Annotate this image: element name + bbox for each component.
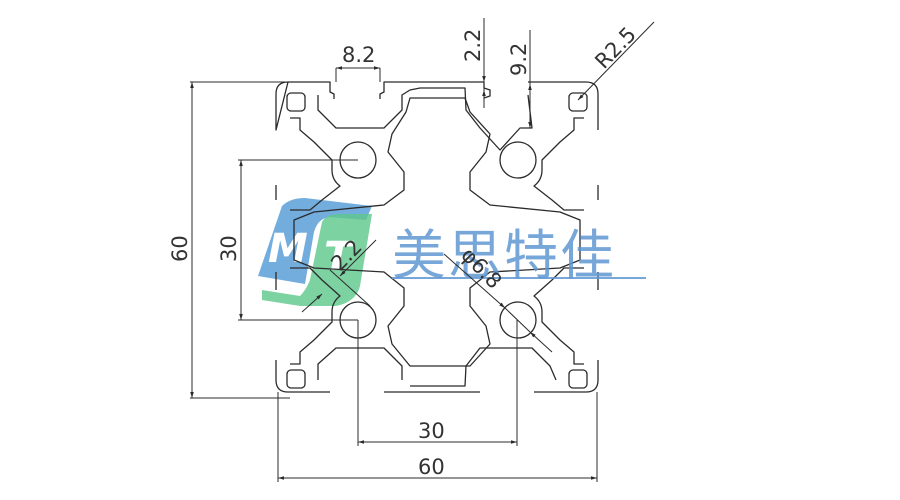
logo-blue-shape	[258, 198, 372, 284]
corner-cell-tr	[568, 92, 588, 112]
dim-corner-radius-label: R2.5	[590, 22, 641, 73]
web-right-upper	[533, 117, 584, 211]
profile-outline	[275, 81, 599, 393]
dim-hole-spacing-vertical-label: 30	[217, 235, 241, 262]
web-bottom	[317, 347, 557, 387]
dim-corner-radius: R2.5	[577, 21, 655, 101]
brand-watermark: 美思特佳	[392, 224, 646, 287]
web-right-lower	[533, 267, 584, 365]
hole-top-right	[499, 141, 537, 179]
dim-overall-width-label: 60	[418, 455, 445, 479]
dim-overall-width: 60	[277, 392, 598, 482]
dim-overall-height: 60	[168, 81, 290, 399]
dim-hole-spacing-vertical: 30	[217, 159, 358, 321]
dim-slot-depth-label: 9.2	[507, 43, 531, 76]
dim-slot-width: 8.2	[335, 43, 381, 82]
dim-slot-depth: 9.2	[507, 30, 532, 128]
corner-cell-br	[568, 369, 588, 389]
dim-hole-spacing-horizontal: 30	[357, 320, 518, 446]
corner-cell-bl	[286, 369, 306, 389]
dim-hole-spacing-horizontal-label: 30	[418, 419, 445, 443]
dim-lip-thickness-label: 2.2	[461, 29, 485, 62]
web-top-left	[317, 87, 533, 151]
dim-slot-width-label: 8.2	[342, 43, 375, 67]
logo-letter-t: T	[324, 234, 354, 280]
corner-cell-tl	[286, 92, 306, 112]
center-cavity	[293, 97, 581, 367]
hole-bottom-right	[499, 301, 537, 339]
web-left-upper	[290, 117, 341, 211]
brand-name: 美思特佳	[392, 224, 616, 287]
dim-overall-height-label: 60	[168, 235, 192, 262]
web-left-lower	[290, 267, 341, 365]
dim-lip-thickness: 2.2	[461, 18, 486, 108]
logo-letter-m: M	[268, 226, 308, 272]
